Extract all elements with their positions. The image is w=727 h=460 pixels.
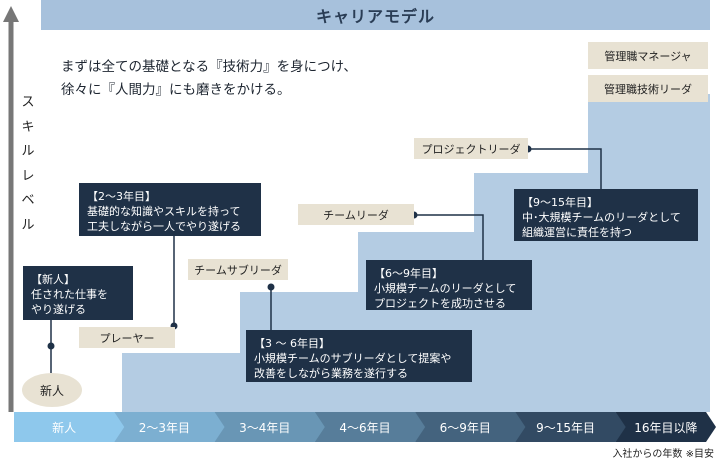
description-years-2-3: 【2～3年目】 基礎的な知識やスキルを持って 工夫しながら一人でやり遂げる	[79, 183, 261, 236]
timeline-label: 4～6年目	[339, 420, 391, 435]
role-project-leader: プロジェクトリーダ	[414, 138, 528, 159]
timeline-segment	[314, 412, 426, 442]
description-line: 工夫しながら一人でやり遂げる	[87, 220, 241, 233]
description-heading: 【新人】	[31, 273, 75, 286]
timeline-label: 新人	[52, 420, 77, 435]
description-heading: 【3 ～ 6年目】	[254, 337, 330, 350]
role-player: プレーヤー	[79, 327, 175, 348]
timeline-segment	[615, 412, 716, 442]
role-team-leader: チームリーダ	[298, 204, 414, 225]
timeline-chevrons	[14, 412, 716, 442]
description-line: やり遂げる	[31, 303, 86, 316]
description-line: 基礎的な知識やスキルを持って	[87, 205, 241, 218]
role-sub-leader: チームサブリーダ	[188, 259, 288, 280]
timeline-segment	[415, 412, 526, 442]
intro-text: まずは全ての基礎となる『技術力』を身につけ、 徐々に『人間力』にも磨きをかける。	[61, 56, 357, 102]
description-line: 改善をしながら業務を遂行する	[254, 367, 408, 380]
connector-dot-sub-leader	[267, 283, 275, 291]
description-line: 小規模チームのリーダとして	[374, 282, 517, 295]
footnote: 入社からの年数 ※目安	[612, 449, 714, 460]
description-line: 任された仕事を	[31, 288, 108, 301]
timeline-label: 6～9年目	[439, 420, 491, 435]
description-line: プロジェクトを成功させる	[374, 297, 506, 310]
timeline-segment	[114, 412, 225, 442]
connector-dot-newcomer	[47, 342, 55, 350]
intro-line-2: 徐々に『人間力』にも磨きをかける。	[61, 82, 291, 98]
connector-project-leader	[528, 148, 602, 189]
timeline: 新人 2～3年目 3～4年目 4～6年目 6～9年目 9～15年目 16年目以降	[14, 412, 716, 442]
skill-level-axis-label: ス キ ル レ ベ ル	[18, 91, 38, 238]
description-line: 中･大規模チームのリーダとして	[522, 211, 681, 224]
description-heading: 【6～9年目】	[374, 267, 443, 280]
description-newcomer: 【新人】 任された仕事を やり遂げる	[23, 266, 133, 320]
timeline-segment	[515, 412, 626, 442]
timeline-label: 9～15年目	[536, 420, 596, 435]
role-tech-leader: 管理職技術リーダ	[588, 75, 708, 102]
description-years-9-15: 【9～15年目】 中･大規模チームのリーダとして 組織運営に責任を持つ	[514, 189, 698, 241]
description-heading: 【9～15年目】	[522, 196, 598, 209]
timeline-label: 2～3年目	[138, 420, 191, 435]
timeline-segment	[214, 412, 325, 442]
page-title: キャリアモデル	[41, 0, 710, 30]
description-heading: 【2～3年目】	[87, 190, 156, 203]
description-line: 組織運営に責任を持つ	[522, 226, 632, 239]
role-manager: 管理職マネージャ	[588, 42, 708, 69]
axis-char: ル	[21, 144, 35, 159]
connector-team-leader	[414, 214, 484, 260]
description-years-3-6: 【3 ～ 6年目】 小規模チームのサブリーダとして提案や 改善をしながら業務を遂…	[246, 330, 472, 382]
role-newcomer-bubble: 新人	[22, 373, 82, 407]
timeline-label: 3～4年目	[239, 420, 291, 435]
skill-axis-arrowhead	[3, 6, 19, 22]
axis-char: ル	[21, 217, 35, 233]
axis-char: ベ	[21, 193, 35, 208]
axis-char: レ	[21, 168, 35, 184]
description-years-6-9: 【6～9年目】 小規模チームのリーダとして プロジェクトを成功させる	[366, 260, 532, 310]
description-line: 小規模チームのサブリーダとして提案や	[254, 352, 452, 365]
axis-char: キ	[21, 119, 35, 135]
timeline-segment	[14, 412, 125, 442]
intro-line-1: まずは全ての基礎となる『技術力』を身につけ、	[61, 59, 357, 75]
axis-char: ス	[21, 95, 35, 110]
timeline-label: 16年目以降	[634, 420, 698, 435]
